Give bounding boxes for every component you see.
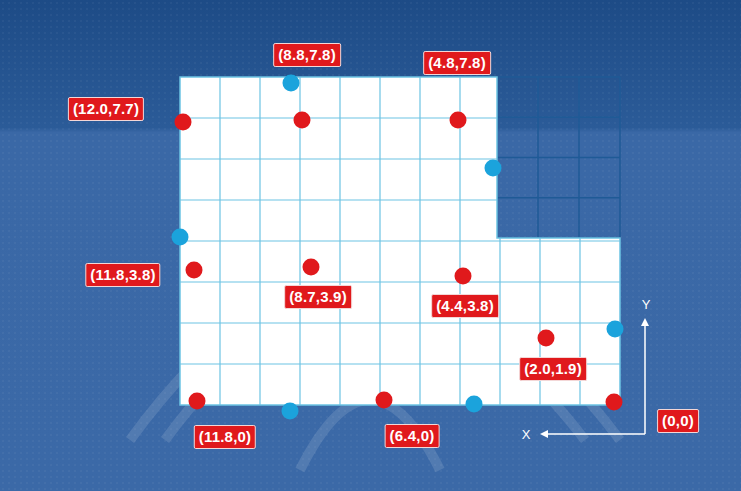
point-marker: [303, 259, 320, 276]
point-marker: [538, 330, 555, 347]
grid-line: [180, 117, 497, 118]
point-marker: [294, 112, 311, 129]
point-marker: [455, 268, 472, 285]
grid-line: [180, 199, 497, 200]
grid-line: [497, 117, 620, 119]
point-marker: [466, 396, 483, 413]
floor-outline: [180, 77, 620, 405]
red-points: [175, 112, 623, 411]
coordinate-label: (2.0,1.9): [519, 357, 587, 381]
point-marker: [450, 112, 467, 129]
point-marker: [606, 394, 623, 411]
coordinate-label: (11.8,3.8): [85, 263, 160, 287]
point-marker: [189, 393, 206, 410]
origin-label: (0,0): [657, 409, 699, 433]
axis-label: X: [522, 427, 531, 442]
point-marker: [376, 392, 393, 409]
point-marker: [607, 321, 624, 338]
coordinate-label: (6.4,0): [385, 424, 440, 448]
grid-line: [499, 238, 500, 405]
grid-line: [180, 322, 620, 323]
grid-line: [497, 197, 620, 199]
axis-label: Y: [642, 297, 651, 312]
grid-line: [180, 281, 620, 282]
grid-line: [180, 158, 497, 159]
coordinate-label: (12.0,7.7): [68, 97, 144, 121]
point-marker: [485, 160, 502, 177]
floor-area: [180, 77, 620, 405]
coordinate-label: (4.8,7.8): [423, 51, 491, 75]
point-marker: [283, 75, 300, 92]
point-marker: [186, 262, 203, 279]
point-marker: [175, 114, 192, 131]
coordinate-label: (8.7,3.9): [284, 285, 352, 309]
grid-line: [497, 157, 620, 159]
grid-line: [180, 240, 620, 241]
point-marker: [282, 403, 299, 420]
coordinate-label: (8.8,7.8): [273, 43, 341, 67]
grid-line: [497, 76, 620, 78]
coordinate-label: (11.8,0): [194, 425, 256, 449]
blue-points: [172, 75, 624, 420]
point-marker: [172, 229, 189, 246]
grid-lines: [180, 77, 620, 405]
coordinate-label: (4.4,3.8): [431, 294, 499, 318]
dark-grid: [497, 77, 620, 238]
